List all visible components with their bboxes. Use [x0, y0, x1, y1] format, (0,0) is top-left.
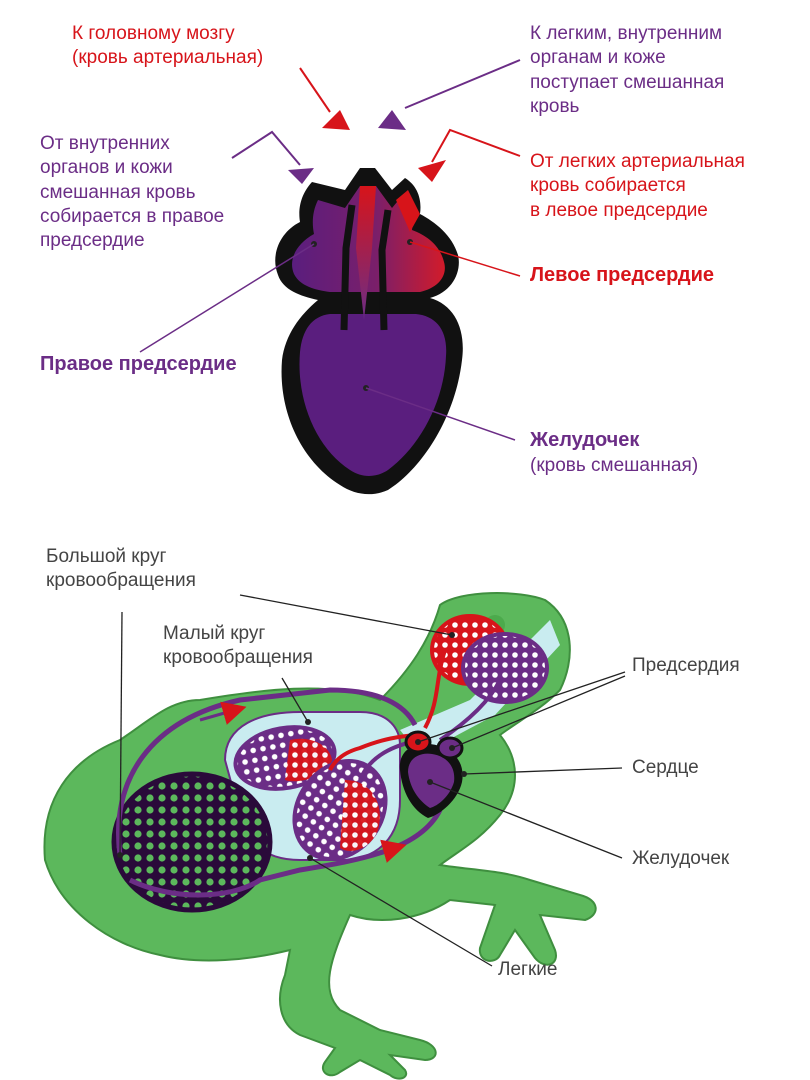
- frog-leaders: [119, 594, 626, 967]
- to-lungs-arrow: [378, 110, 406, 130]
- flow-arrow-upper: [199, 701, 247, 725]
- pulmonary-line1: Малый круг: [163, 623, 266, 644]
- from-organs-arrow: [288, 168, 314, 184]
- to-brain-line2: (кровь артериальная): [72, 47, 264, 69]
- lungs-leader: [309, 857, 493, 967]
- ventricle-note: (кровь смешанная): [530, 454, 699, 476]
- from-lungs-line2: кровь собирается: [530, 175, 686, 197]
- to-brain-label: К головному мозгу (кровь артериальная): [72, 22, 263, 71]
- ventricle-leader: [365, 387, 516, 441]
- to-lungs-label: К легким, внутренним органам и коже пост…: [530, 22, 724, 119]
- to-lungs-line: [404, 59, 521, 109]
- truncus-arteriosus: [356, 186, 376, 320]
- from-lungs-arrow: [418, 160, 446, 182]
- left-atrium-leader: [409, 241, 521, 277]
- from-lungs-label: От легких артериальная кровь собирается …: [530, 150, 745, 223]
- pulmonary-circulation-label: Малый круг кровообращения: [163, 622, 313, 671]
- flow-arrow-lower: [359, 839, 407, 863]
- from-organs-line2: органов и кожи: [40, 157, 173, 179]
- right-atrium-leader: [139, 243, 315, 353]
- from-organs-label: От внутренних органов и кожи смешанная к…: [40, 132, 224, 254]
- from-organs-line: [231, 130, 301, 166]
- carotid-red: [423, 649, 447, 729]
- ventricle-frog-leader: [429, 781, 623, 859]
- from-lungs-line3: в левое предсердие: [530, 199, 708, 221]
- left-atrium-label: Левое предсердие: [530, 264, 715, 286]
- truncus-wall: [378, 209, 392, 331]
- heart-arrows: [139, 59, 521, 441]
- heart-ventricle: [299, 314, 447, 476]
- atria-label: Предсердия: [632, 655, 740, 676]
- systemic-return-vessel: [128, 808, 443, 898]
- frog-heart-label: Сердце: [632, 757, 699, 778]
- lungs-label: Легкие: [498, 959, 558, 980]
- pulmonary-vein-inlet: [396, 190, 420, 232]
- head-capillaries-purple: [461, 632, 549, 704]
- ventricle-label: Желудочек (кровь смешанная): [530, 428, 698, 478]
- right-atrium-label: Правое предсердие: [40, 353, 237, 375]
- lung-right-red: [340, 780, 380, 851]
- to-brain-line1: К головному мозгу: [72, 23, 235, 44]
- atria-leader-2: [451, 675, 626, 749]
- from-organs-line5: предсердие: [40, 230, 145, 252]
- systemic-line1: Большой круг: [46, 546, 167, 567]
- to-lungs-line3: поступает смешанная: [530, 71, 725, 93]
- systemic-leader-1: [239, 594, 453, 636]
- atria-leader-1: [417, 671, 626, 743]
- interatrial-septum: [340, 204, 356, 331]
- from-lungs-line1: От легких артериальная: [530, 151, 745, 172]
- from-organs-line1: От внутренних: [40, 133, 170, 154]
- from-organs-line3: смешанная кровь: [40, 181, 196, 203]
- frog-diagram: [43, 592, 597, 1080]
- pulmonary-vessels: [328, 733, 426, 771]
- from-organs-line4: собирается в правое: [40, 205, 225, 227]
- systemic-circulation-label: Большой круг кровообращения: [46, 545, 196, 594]
- heart-diagram: [275, 168, 463, 495]
- heart-leader: [463, 767, 623, 775]
- body-capillaries: [111, 771, 273, 913]
- carotid-purple: [438, 679, 502, 742]
- to-lungs-line1: К легким, внутренним: [530, 23, 723, 44]
- to-lungs-line2: органам и коже: [530, 47, 666, 69]
- pulmonary-leader: [281, 677, 309, 723]
- from-lungs-line: [431, 128, 521, 163]
- to-lungs-line4: кровь: [530, 95, 580, 117]
- systemic-line2: кровообращения: [46, 570, 196, 592]
- ventricle-title: Желудочек: [530, 429, 640, 451]
- to-brain-arrow: [322, 110, 350, 130]
- frog-ventricle-label: Желудочек: [632, 848, 730, 869]
- to-brain-line: [299, 67, 331, 113]
- systemic-leader-2: [119, 611, 123, 856]
- pulmonary-line2: кровообращения: [163, 647, 313, 669]
